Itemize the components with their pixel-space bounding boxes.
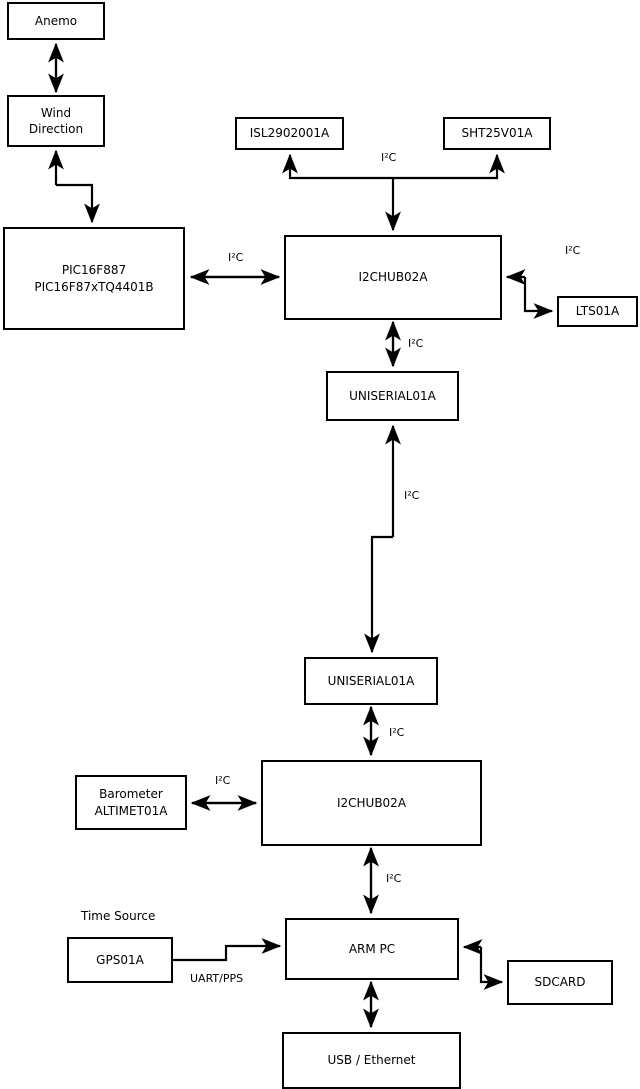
- node-usb-ethernet-label: USB / Ethernet: [327, 1053, 416, 1068]
- edge-winddir-pic-link: [56, 183, 100, 224]
- node-sht25v01a-label: SHT25V01A: [461, 126, 533, 141]
- node-gps01a-label: GPS01A: [96, 952, 144, 967]
- node-lts01a[interactable]: LTS01A: [557, 296, 638, 327]
- node-barometer-altimet01a-label: Barometer ALTIMET01A: [94, 787, 168, 818]
- node-wind-direction-label: Wind Direction: [28, 105, 84, 136]
- edge-uniserial-link-down: [364, 535, 393, 654]
- label-time-source: Time Source: [81, 909, 156, 923]
- node-usb-ethernet[interactable]: USB / Ethernet: [282, 1032, 461, 1089]
- node-uniserial01a-top-label: UNISERIAL01A: [349, 388, 436, 403]
- node-i2chub02a-bottom-label: I2CHUB02A: [336, 795, 407, 810]
- edge-label-i2c-top-bus: I²C: [381, 151, 397, 164]
- node-i2chub02a-top-label: I2CHUB02A: [358, 270, 428, 285]
- node-i2chub02a-bottom[interactable]: I2CHUB02A: [261, 760, 482, 846]
- node-anemo[interactable]: Anemo: [7, 2, 105, 40]
- node-i2chub02a-top[interactable]: I2CHUB02A: [284, 235, 502, 320]
- edge-label-i2c-uniserial-uniserial: I²C: [404, 489, 420, 502]
- edge-label-uart-pps: UART/PPS: [190, 972, 244, 985]
- node-arm-pc-label: ARM PC: [348, 941, 396, 956]
- node-sdcard[interactable]: SDCARD: [507, 960, 613, 1005]
- node-barometer-altimet01a[interactable]: Barometer ALTIMET01A: [75, 775, 187, 830]
- edge-label-i2c-pic-hub: I²C: [228, 251, 244, 264]
- node-isl2902001a-label: ISL2902001A: [249, 126, 330, 141]
- node-lts01a-label: LTS01A: [575, 304, 620, 319]
- node-pic-mcu-label: PIC16F887 PIC16F87xTQ4401B: [34, 263, 154, 294]
- edge-label-i2c-lts: I²C: [565, 244, 581, 257]
- edge-hubtop-lts-out: [523, 277, 554, 319]
- edge-gps-arm: [173, 938, 282, 962]
- edge-label-i2c-hub-uniserial: I²C: [408, 337, 424, 350]
- edge-bus-isl: [282, 153, 393, 180]
- node-pic-mcu[interactable]: PIC16F887 PIC16F87xTQ4401B: [3, 227, 185, 330]
- node-anemo-label: Anemo: [34, 13, 78, 28]
- node-sdcard-label: SDCARD: [534, 975, 586, 990]
- node-sht25v01a[interactable]: SHT25V01A: [443, 117, 551, 150]
- node-isl2902001a[interactable]: ISL2902001A: [235, 117, 344, 150]
- edge-bus-sht: [393, 153, 505, 180]
- node-uniserial01a-bottom[interactable]: UNISERIAL01A: [304, 657, 438, 705]
- node-wind-direction[interactable]: Wind Direction: [7, 95, 105, 147]
- node-uniserial01a-top[interactable]: UNISERIAL01A: [326, 371, 459, 421]
- edge-label-i2c-hub-armpc: I²C: [386, 872, 402, 885]
- node-uniserial01a-bottom-label: UNISERIAL01A: [327, 673, 415, 688]
- edge-label-i2c-uniserial-hub: I²C: [389, 726, 405, 739]
- node-arm-pc[interactable]: ARM PC: [285, 918, 459, 980]
- edge-arm-sdcard-out: [479, 947, 504, 990]
- node-gps01a[interactable]: GPS01A: [67, 937, 173, 983]
- edge-label-i2c-barometer-hub: I²C: [215, 774, 231, 787]
